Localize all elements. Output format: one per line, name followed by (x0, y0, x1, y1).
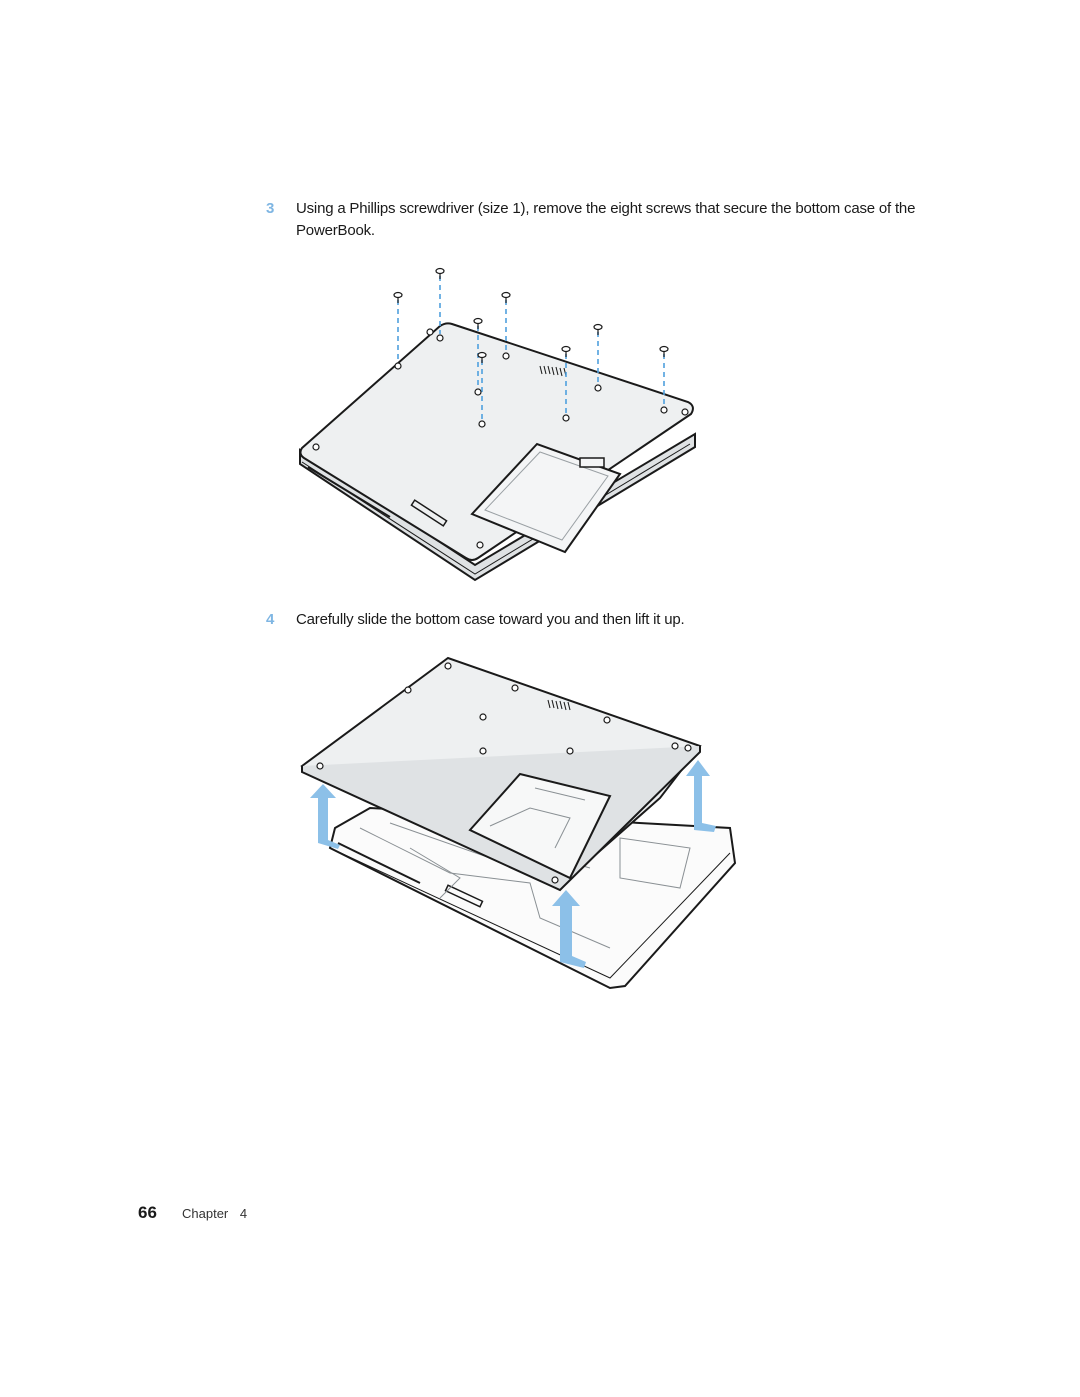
page-number: 66 (138, 1203, 157, 1222)
chapter-number: 4 (239, 1206, 248, 1221)
step-number: 3 (266, 200, 275, 217)
step-text: Carefully slide the bottom case toward y… (296, 611, 685, 628)
page-footer: 66 Chapter 4 (138, 1203, 247, 1223)
screw-removal-illustration (299, 267, 696, 582)
step-number: 4 (266, 611, 275, 628)
lift-case-illustration (300, 656, 737, 990)
step-text: Using a Phillips screwdriver (size 1), r… (296, 200, 916, 239)
chapter-label: Chapter 4 (182, 1206, 247, 1221)
step-3: 3 Using a Phillips screwdriver (size 1),… (266, 198, 916, 242)
chapter-word: Chapter (182, 1206, 229, 1221)
step-4: 4 Carefully slide the bottom case toward… (266, 609, 916, 631)
